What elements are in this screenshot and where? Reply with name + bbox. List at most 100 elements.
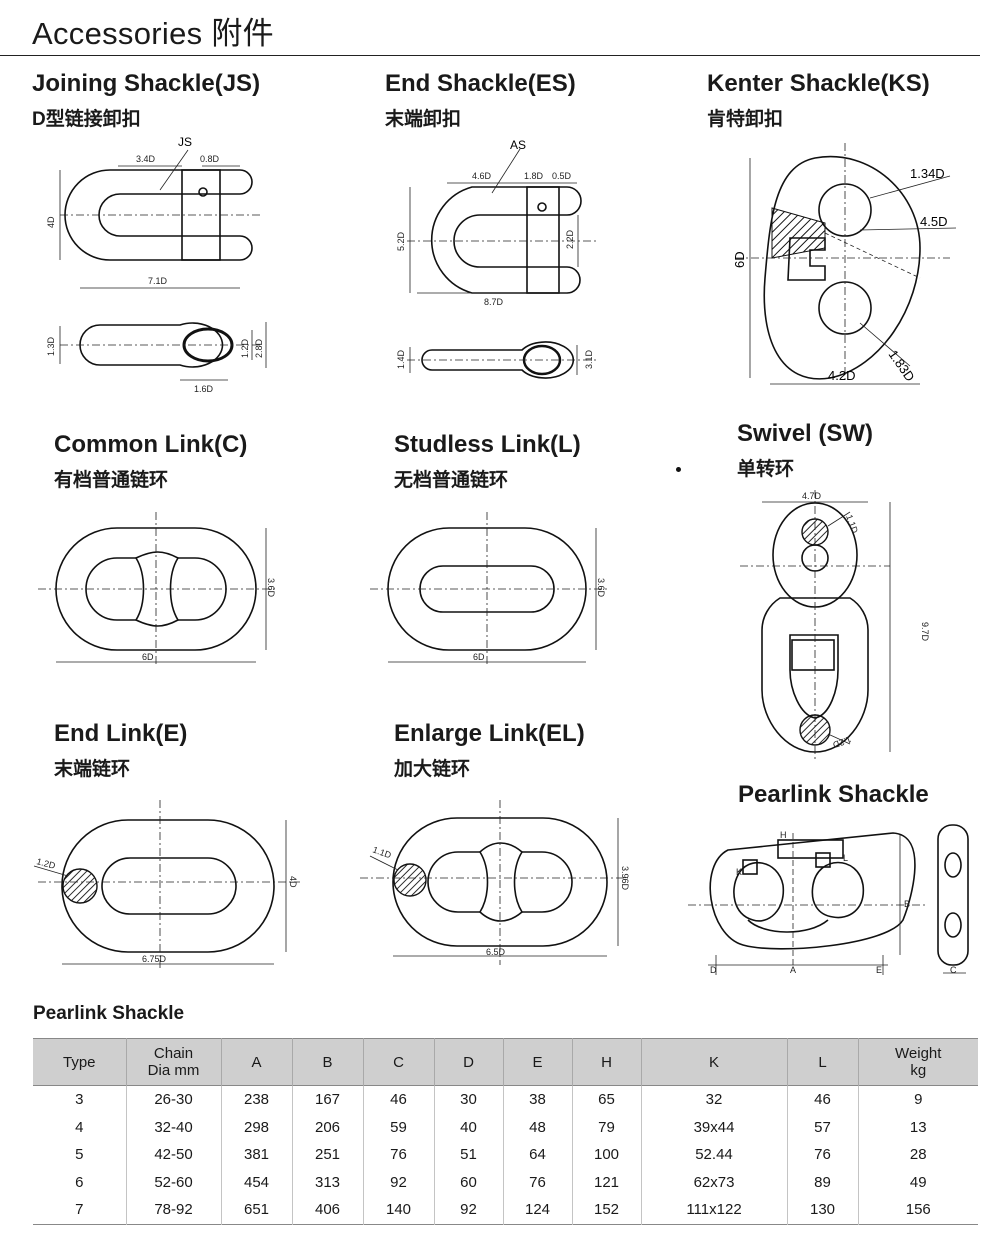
kenter-shackle-title: Kenter Shackle(KS) [707,70,930,97]
js-dim-0-8d: 0.8D [200,154,220,164]
studless-link-subtitle: 无档普通链环 [394,470,509,491]
js-tag-label: JS [178,135,192,149]
es-dim-5-2d: 5.2D [396,231,406,251]
sw-dim-4-7d: 4.7D [802,491,822,501]
e-dim-1-2d: 1.2D [35,856,56,871]
enlarge-link-title: Enlarge Link(EL) [394,720,585,747]
js-dim-3-4d: 3.4D [136,154,156,164]
studless-link-title: Studless Link(L) [394,431,581,458]
c-dim-3-6d: 3.6D [266,578,276,598]
pl-label-d: D [710,965,717,975]
ks-dim-1-83d: 1.83D [886,347,918,384]
col-header-type: Type [33,1038,126,1086]
sw-dim-1-1d: 1.1D [844,513,860,535]
enlarge-link-subtitle: 加大链环 [394,759,471,780]
table-cell: 30 [433,1085,503,1114]
es-dim-3-1d: 3.1D [584,349,594,369]
col-header-a: A [220,1038,292,1086]
swivel-diagram: 4.7D 9.7D 1.1D 1.2D [740,490,930,760]
table-cell: 38 [502,1085,572,1114]
table-cell: 406 [291,1196,363,1224]
es-dim-2-2d: 2.2D [565,229,575,249]
js-dim-1-2d: 1.2D [240,338,250,358]
table-cell: 89 [786,1168,858,1196]
table-cell: 651 [220,1196,292,1224]
col-header-d: D [433,1038,503,1086]
end-link-diagram: 1.2D 6.75D 4D [33,800,300,970]
el-dim-3-96d: 3.96D [620,866,630,891]
pl-label-k: K [736,867,742,877]
table-cell: 454 [220,1168,292,1196]
sw-dim-9-7d: 9.7D [920,622,930,642]
kenter-shackle-diagram: 1.34D 4.5D 6D 1.83D 4.2D [732,143,957,385]
table-cell: 49 [857,1168,978,1196]
js-dim-4d: 4D [46,216,56,228]
table-cell: 39x44 [640,1113,787,1141]
end-link-title: End Link(E) [54,720,188,747]
swivel-title: Swivel (SW) [737,420,874,447]
e-dim-6-75d: 6.75D [142,954,167,964]
kenter-shackle-subtitle: 肯特卸扣 [707,109,784,130]
table-cell: 51 [433,1141,503,1169]
end-shackle-subtitle: 末端卸扣 [385,109,462,130]
el-dim-6-5d: 6.5D [486,947,506,957]
table-cell: 42-50 [125,1141,221,1169]
table-cell: 60 [433,1168,503,1196]
pl-label-a: A [790,965,796,975]
es-tag-label: AS [510,138,526,152]
col-header-l: L [786,1038,858,1086]
table-cell: 251 [291,1141,363,1169]
table-cell: 238 [220,1085,292,1114]
table-cell: 52.44 [640,1141,787,1169]
common-link-subtitle: 有档普通链环 [54,470,169,491]
table-cell: 313 [291,1168,363,1196]
table-cell: 124 [502,1196,572,1224]
table-cell: 9 [857,1085,978,1114]
table-cell: 62x73 [640,1168,787,1196]
stray-dot [676,467,681,472]
col-header-b: B [291,1038,363,1086]
table-cell: 48 [502,1113,572,1141]
l-dim-3-6d: 3.6D [596,578,606,598]
table-cell: 59 [362,1113,434,1141]
table-cell: 76 [502,1168,572,1196]
table-cell: 28 [857,1141,978,1169]
ks-dim-4-2d: 4.2D [828,368,855,383]
es-dim-1-8d: 1.8D [524,171,544,181]
table-cell: 46 [362,1085,434,1114]
table-cell: 3 [75,1091,84,1109]
col-header-h: H [571,1038,641,1086]
joining-shackle-title: Joining Shackle(JS) [32,70,261,97]
table-cell: 13 [857,1113,978,1141]
header-divider [0,55,980,56]
enlarge-link-diagram: 1.1D 6.5D 3.96D [360,800,630,965]
table-cell: 167 [291,1085,363,1114]
col-header-e: E [502,1038,572,1086]
table-cell: 6 [75,1173,84,1191]
table-cell: 79 [571,1113,641,1141]
table-cell: 100 [571,1141,641,1169]
table-cell: 76 [362,1141,434,1169]
end-shackle-diagram: 4.6D 1.8D 0.5D AS 5.2D 2.2D 8.7D 1.4D 3.… [396,138,597,379]
joining-shackle-diagram: 3.4D 0.8D JS 4D 7.1D 1.3D 1.2D 2.8D 1.6D [46,135,267,394]
js-dim-1-6d: 1.6D [194,384,214,394]
table-cell: 152 [571,1196,641,1224]
table-cell: 111x122 [640,1196,787,1224]
ks-dim-6d: 6D [732,251,747,268]
table-cell: 26-30 [125,1085,221,1114]
studless-link-diagram: 6D 3.6D [370,512,610,667]
js-dim-7-1d: 7.1D [148,276,168,286]
col-header-c: C [362,1038,434,1086]
pl-label-c: C [950,965,957,975]
table-cell: 298 [220,1113,292,1141]
col-header-k: K [640,1038,787,1086]
table-cell: 156 [857,1196,978,1224]
table-cell: 121 [571,1168,641,1196]
table-cell: 76 [786,1141,858,1169]
